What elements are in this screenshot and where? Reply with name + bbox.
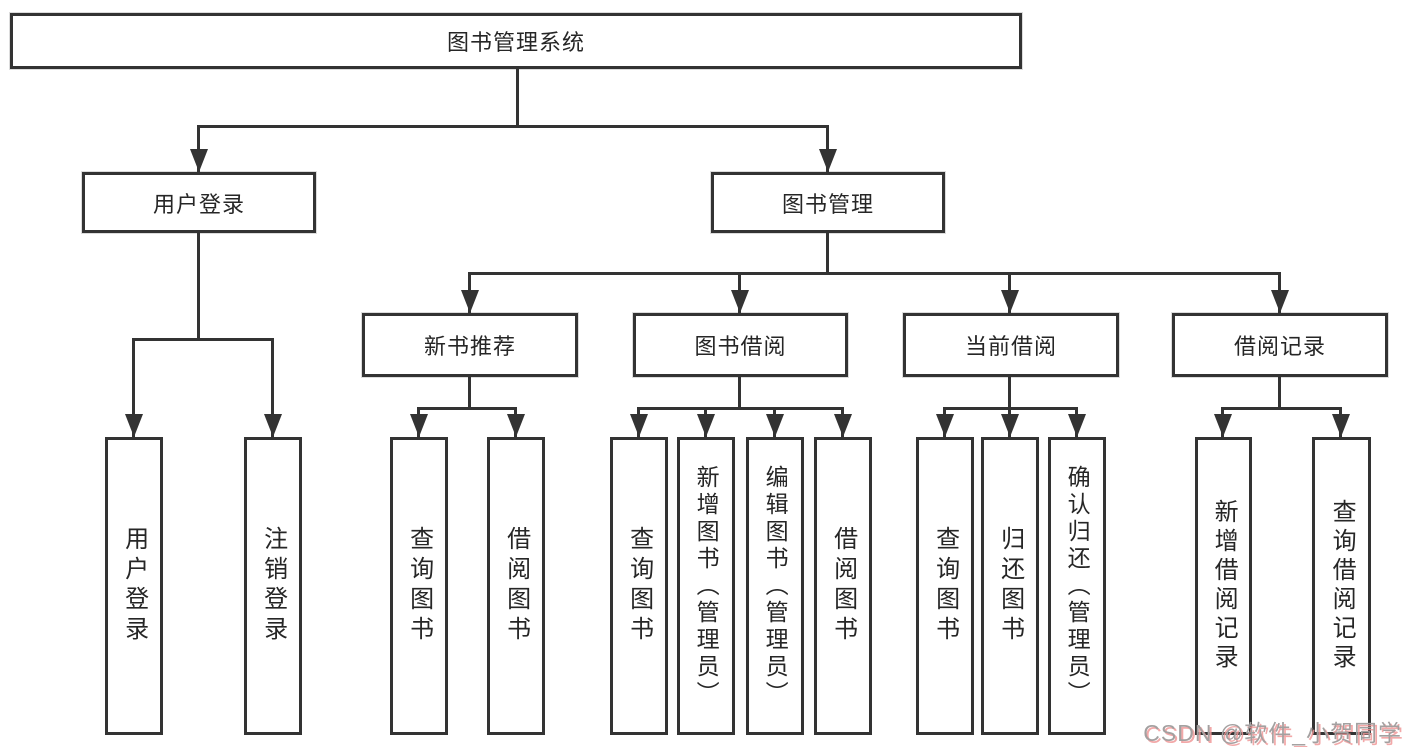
node-library-management-system: 图书管理系统	[10, 13, 1022, 69]
connector-book-borrowing-branch	[637, 407, 843, 410]
leaf-add-borrow-record: 新增借阅记录	[1195, 437, 1252, 735]
arrow-down-icon	[630, 414, 648, 437]
arrow-down-icon	[264, 414, 282, 437]
node-user-login-label: 用户登录	[152, 191, 245, 217]
connector-borrowing-records-stem	[1278, 377, 1281, 407]
leaf-borrow-books-rec-label: 借阅图书	[502, 526, 530, 646]
connector-book-management-stem	[826, 233, 829, 272]
arrow-down-icon	[731, 290, 749, 313]
leaf-add-borrow-record-label: 新增借阅记录	[1210, 499, 1238, 673]
leaf-logout: 注销登录	[244, 437, 302, 735]
arrow-down-icon	[507, 414, 525, 437]
leaf-edit-books-admin-label: 编辑图书（管理员）	[762, 464, 789, 708]
leaf-query-books-bb: 查询图书	[610, 437, 668, 735]
connector-drop-book-management	[826, 125, 829, 172]
arrow-down-icon	[819, 149, 837, 172]
arrow-down-icon	[125, 414, 143, 437]
arrow-down-icon	[834, 414, 852, 437]
leaf-add-books-admin: 新增图书（管理员）	[677, 437, 735, 735]
csdn-watermark: CSDN @软件_小贺同学	[1143, 720, 1402, 746]
connector-current-borrowing-stem	[1008, 377, 1011, 407]
node-current-borrowing-label: 当前借阅	[964, 334, 1057, 359]
arrow-down-icon	[1214, 414, 1232, 437]
connector-book-borrowing-stem	[738, 377, 741, 407]
leaf-borrow-books-bb-label: 借阅图书	[829, 526, 857, 646]
leaf-return-books: 归还图书	[981, 437, 1039, 735]
node-book-borrowing-label: 图书借阅	[694, 334, 787, 359]
leaf-return-books-label: 归还图书	[996, 526, 1024, 646]
arrow-down-icon	[461, 290, 479, 313]
leaf-user-login-label: 用户登录	[120, 526, 148, 646]
node-book-management: 图书管理	[711, 172, 945, 233]
leaf-query-books-cb-label: 查询图书	[931, 526, 959, 646]
node-user-login: 用户登录	[82, 172, 316, 233]
arrow-down-icon	[766, 414, 784, 437]
node-book-borrowing: 图书借阅	[633, 313, 848, 377]
connector-drop-leaf-user-login	[132, 338, 135, 437]
arrow-down-icon	[1332, 414, 1350, 437]
leaf-borrow-books-bb: 借阅图书	[814, 437, 872, 735]
connector-drop-leaf-logout	[271, 338, 274, 437]
connector-user-login-stem	[197, 233, 200, 338]
node-borrowing-records: 借阅记录	[1172, 313, 1388, 377]
arrow-down-icon	[190, 149, 208, 172]
leaf-user-login: 用户登录	[105, 437, 163, 735]
node-current-borrowing: 当前借阅	[903, 313, 1119, 377]
leaf-query-books-rec-label: 查询图书	[405, 526, 433, 646]
connector-root-stem	[516, 69, 519, 125]
leaf-query-books-bb-label: 查询图书	[625, 526, 653, 646]
arrow-down-icon	[697, 414, 715, 437]
leaf-logout-label: 注销登录	[259, 526, 287, 646]
leaf-confirm-return-admin: 确认归还（管理员）	[1048, 437, 1106, 735]
arrow-down-icon	[1068, 414, 1086, 437]
connector-borrowing-records-branch	[1221, 407, 1341, 410]
leaf-borrow-books-rec: 借阅图书	[487, 437, 545, 735]
leaf-edit-books-admin: 编辑图书（管理员）	[746, 437, 804, 735]
node-book-management-label: 图书管理	[781, 191, 874, 217]
arrow-down-icon	[410, 414, 428, 437]
node-library-management-system-label: 图书管理系统	[446, 30, 585, 55]
arrow-down-icon	[1001, 290, 1019, 313]
node-new-book-recommendation: 新书推荐	[362, 313, 578, 377]
arrow-down-icon	[936, 414, 954, 437]
leaf-query-books-cb: 查询图书	[916, 437, 974, 735]
connector-drop-user-login	[197, 125, 200, 172]
arrow-down-icon	[1271, 290, 1289, 313]
leaf-query-borrow-record-label: 查询借阅记录	[1328, 499, 1356, 673]
connector-new-book-rec-stem	[468, 377, 471, 407]
leaf-confirm-return-admin-label: 确认归还（管理员）	[1064, 464, 1091, 708]
leaf-add-books-admin-label: 新增图书（管理员）	[693, 464, 720, 708]
leaf-query-borrow-record: 查询借阅记录	[1312, 437, 1371, 735]
connector-user-login-branch	[132, 338, 274, 341]
arrow-down-icon	[1001, 414, 1019, 437]
connector-root-branch	[197, 125, 829, 128]
connector-book-management-branch	[468, 272, 1280, 275]
leaf-query-books-rec: 查询图书	[390, 437, 448, 735]
node-borrowing-records-label: 借阅记录	[1233, 334, 1326, 359]
connector-new-book-rec-branch	[417, 407, 516, 410]
node-new-book-recommendation-label: 新书推荐	[423, 334, 516, 359]
